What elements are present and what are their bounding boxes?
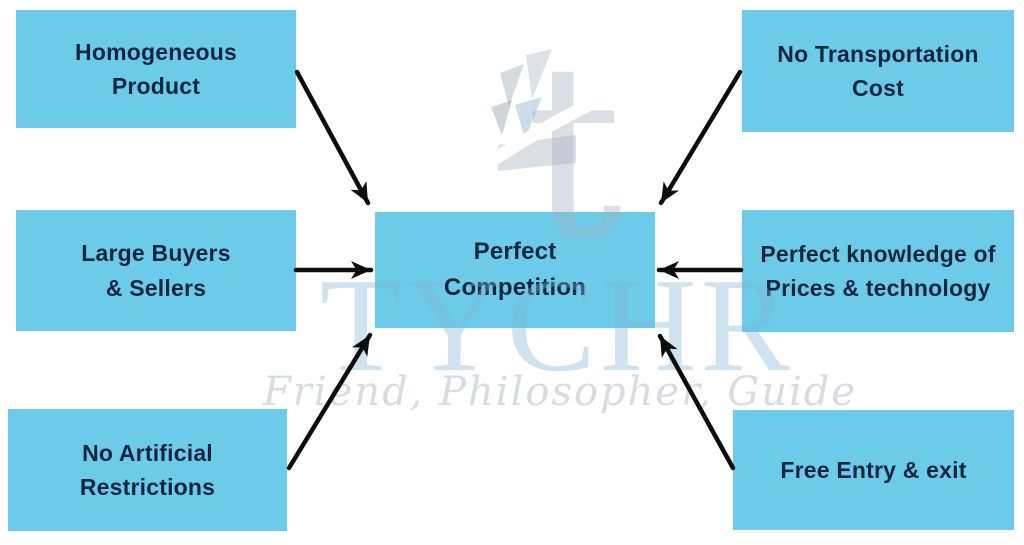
- factor-box-no-artificial-restrictions: No Artificial Restrictions: [8, 409, 287, 531]
- factor-box-large-buyers-sellers: Large Buyers & Sellers: [16, 210, 296, 331]
- tagline-watermark: Friend, Philosopher, Guide: [262, 369, 858, 415]
- arrow-top-left: [294, 69, 371, 206]
- arrow-bottom-left: [286, 332, 373, 471]
- factor-box-no-transportation-cost: No Transportation Cost: [742, 10, 1014, 132]
- center-node-perfect-competition: Perfect Competition: [375, 212, 655, 328]
- factor-box-free-entry-exit: Free Entry & exit: [733, 410, 1014, 530]
- factor-box-perfect-knowledge: Perfect knowledge of Prices & technology: [742, 210, 1014, 332]
- arrow-top-right: [658, 69, 743, 206]
- factor-box-homogeneous-product: Homogeneous Product: [16, 10, 296, 128]
- arrow-bottom-right: [657, 333, 736, 471]
